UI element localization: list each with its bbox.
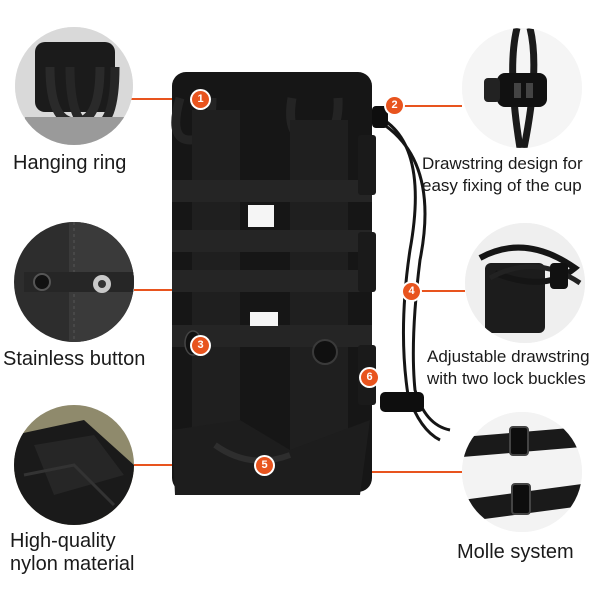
label-line: nylon material [10, 553, 135, 575]
callout-number-3: 3 [192, 337, 209, 354]
molle-strap-detail-image [462, 412, 582, 532]
cord-lock-detail-image [462, 28, 582, 148]
label-line: easy fixing of the cup [422, 176, 582, 195]
label-nylon-material: High-quality nylon material [10, 530, 135, 576]
label-line: Hanging ring [13, 152, 127, 174]
label-molle-system: Molle system [457, 541, 574, 564]
label-line: Stainless button [3, 348, 146, 370]
callout-number-6: 6 [361, 369, 378, 386]
callout-number-1: 1 [192, 91, 209, 108]
label-drawstring-design: Drawstring design for easy fixing of the… [422, 153, 600, 197]
label-line: Adjustable drawstring [427, 347, 590, 366]
label-line: High-quality [10, 530, 116, 552]
drawstring-detail-image [465, 223, 585, 343]
label-line: Molle system [457, 541, 574, 563]
label-line: with two lock buckles [427, 369, 586, 388]
label-stainless-button: Stainless button [3, 348, 145, 371]
label-adjustable-drawstring: Adjustable drawstring with two lock buck… [427, 346, 600, 390]
callout-number-2: 2 [386, 97, 403, 114]
callout-number-4: 4 [403, 283, 420, 300]
d-ring-detail-image [15, 27, 133, 145]
label-hanging-ring: Hanging ring [13, 152, 126, 175]
label-line: Drawstring design for [422, 154, 583, 173]
nylon-detail-image [14, 405, 134, 525]
callout-number-5: 5 [256, 457, 273, 474]
